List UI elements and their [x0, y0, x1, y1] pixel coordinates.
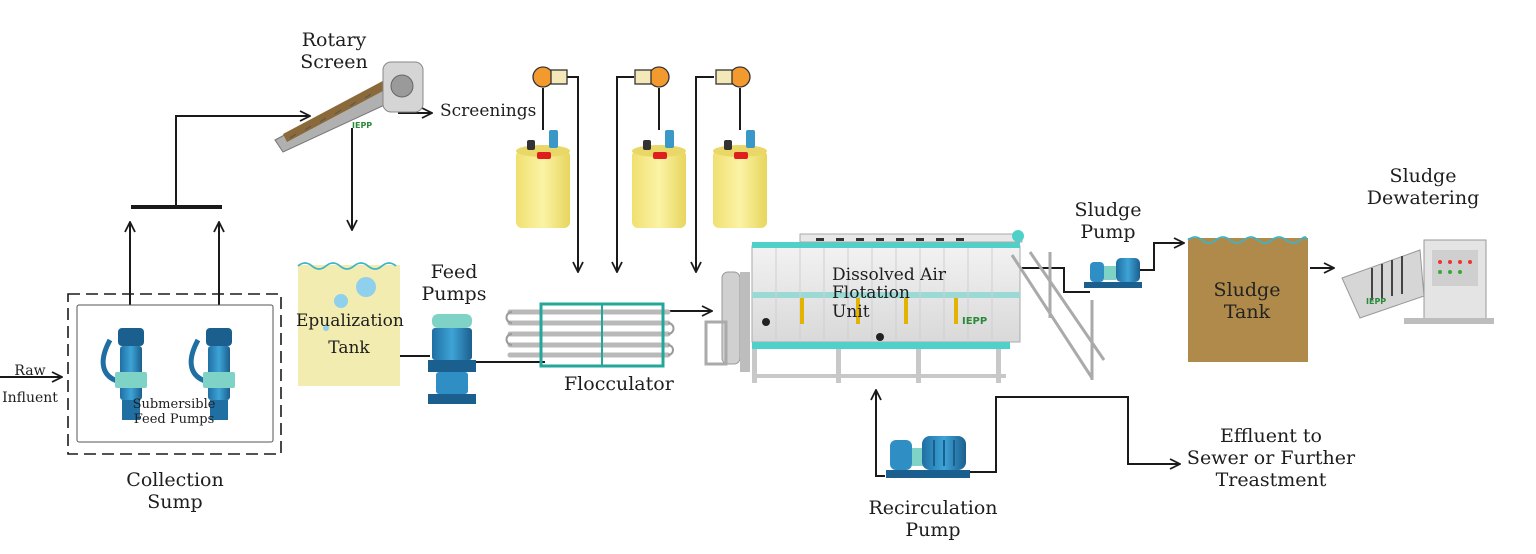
daf-brand: IEPP [962, 316, 987, 327]
daf-to-sludge-pump-line [1022, 267, 1090, 293]
centrifugal-pump-icon [1084, 258, 1142, 288]
sludge-tank-label: Sludge Tank [1213, 279, 1281, 323]
collection-sump-label: Collection Sump [126, 469, 224, 513]
to-rotary-screen-line [175, 116, 310, 207]
dosing-line-3 [696, 76, 714, 272]
rotary-screen-icon: IEPP [274, 61, 424, 153]
recirculation-return-arrow [876, 390, 885, 477]
collection-sump [67, 293, 282, 455]
recirculation-suction-line [968, 396, 1180, 473]
flow-lines [0, 76, 1334, 477]
screw-press-icon: IEPP [1341, 239, 1494, 324]
rotary-screen-label: Rotary Screen [300, 29, 368, 73]
daf-unit-label: Dissolved Air Flotation Unit [832, 265, 946, 322]
flocculator-label: Flocculator [564, 373, 674, 395]
sludge-pump-discharge-arrow [1140, 243, 1184, 271]
daf-unit-icon: IEPP [704, 230, 1106, 383]
equalization-tank-label: Epualization Tank [296, 311, 404, 359]
feed-pumps-label: Feed Pumps [421, 261, 487, 305]
dosing-line-2 [617, 76, 634, 272]
inline-pump-icon [428, 314, 476, 404]
centrifugal-pump-icon [886, 436, 970, 478]
submersible-feed-pumps-label: Submersible Feed Pumps [132, 397, 216, 427]
submersible-pump-icon [100, 328, 235, 420]
flocculator-icon [505, 302, 675, 368]
dosing-tank-icon [516, 66, 767, 228]
sludge-pump-label: Sludge Pump [1074, 199, 1142, 243]
dewatering-brand: IEPP [1366, 297, 1386, 306]
rotary-screen-brand: IEPP [352, 121, 372, 130]
effluent-label: Effluent to Sewer or Further Treastment [1186, 425, 1356, 491]
dosing-line-1 [567, 76, 578, 272]
equalization-tank [297, 262, 400, 386]
recirculation-pump-label: Recirculation Pump [868, 497, 998, 541]
sludge-tank [1187, 236, 1308, 362]
screenings-label: Screenings [440, 101, 537, 121]
sludge-dewatering-label: Sludge Dewatering [1366, 165, 1480, 209]
raw-influent-label: Raw Influent [2, 363, 58, 406]
